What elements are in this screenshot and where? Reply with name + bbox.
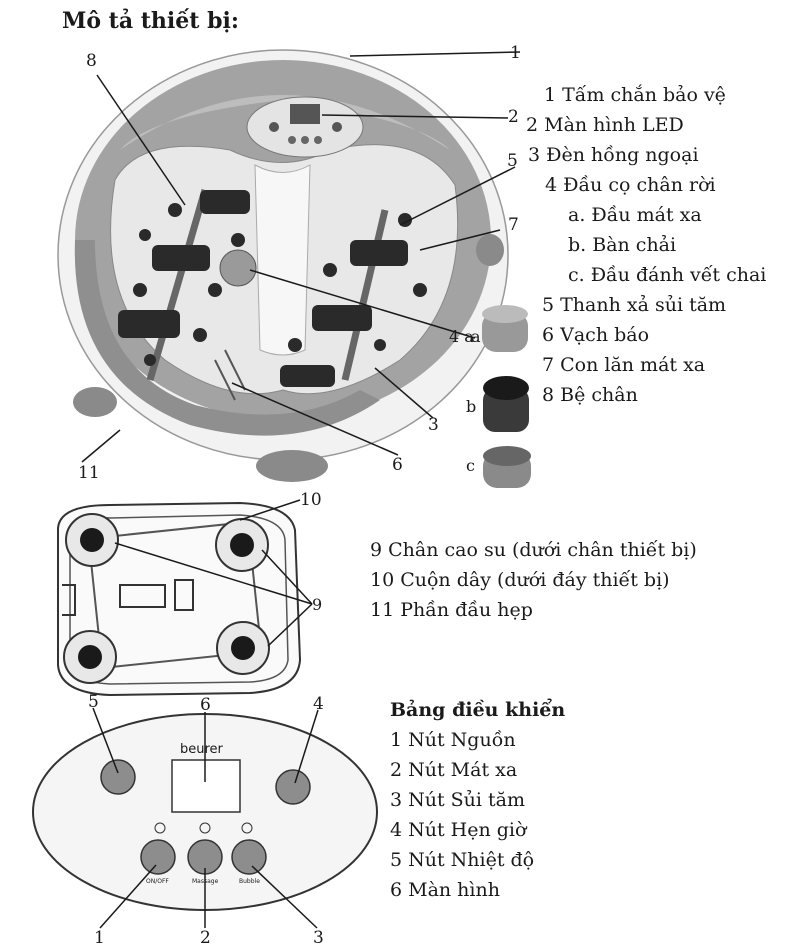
panel-brand: beurer — [180, 742, 224, 757]
panel-legend: Bảng điều khiển 1 Nút Nguồn 2 Nút Mát xa… — [390, 695, 565, 905]
legend-item-5: 5 Thanh xả sủi tăm — [542, 294, 727, 316]
legend-item-4c: c. Đầu đánh vết chai — [568, 264, 767, 286]
legend-item-10: 10 Cuộn dây (dưới đáy thiết bị) — [370, 569, 670, 591]
control-panel — [32, 713, 378, 911]
panel-callout-5: 5 — [88, 692, 99, 712]
attachment-label-b: b — [466, 397, 476, 416]
attachment-massage-head — [482, 305, 528, 352]
panel-label-bubble: Bubble — [239, 878, 260, 885]
callout-8: 8 — [86, 51, 97, 71]
callout-2: 2 — [508, 107, 519, 127]
legend-item-3: 3 Đèn hồng ngoại — [528, 144, 699, 166]
legend-item-4b: b. Bàn chải — [568, 234, 677, 256]
callout-9: 9 — [312, 595, 322, 614]
foot-spa-body — [57, 49, 509, 482]
panel-callout-3: 3 — [313, 928, 324, 948]
legend-item-9: 9 Chân cao su (dưới chân thiết bị) — [370, 539, 697, 561]
panel-legend-item-5: 5 Nút Nhiệt độ — [390, 849, 535, 871]
callout-1: 1 — [510, 43, 521, 63]
callout-4a: 4 a — [449, 327, 474, 346]
panel-legend-item-1: 1 Nút Nguồn — [390, 729, 516, 751]
panel-legend-item-4: 4 Nút Hẹn giờ — [390, 819, 527, 841]
callout-5: 5 — [507, 151, 518, 171]
legend-item-6: 6 Vạch báo — [542, 324, 650, 346]
legend-item-8: 8 Bệ chân — [542, 384, 638, 406]
callout-11: 11 — [78, 463, 100, 483]
callout-6: 6 — [392, 455, 403, 475]
attachment-label-a: a — [471, 327, 481, 346]
callout-10: 10 — [300, 490, 322, 510]
panel-label-onoff: ON/OFF — [146, 878, 169, 885]
bottom-legend: 9 Chân cao su (dưới chân thiết bị) 10 Cu… — [370, 535, 697, 625]
page-title: Mô tả thiết bị: — [62, 8, 239, 34]
panel-callout-1: 1 — [94, 928, 105, 948]
panel-legend-heading: Bảng điều khiển — [390, 699, 566, 721]
panel-callout-2: 2 — [200, 928, 211, 948]
legend-item-4: 4 Đầu cọ chân rời — [545, 174, 716, 196]
panel-legend-item-6: 6 Màn hình — [390, 879, 500, 901]
callout-3: 3 — [428, 415, 439, 435]
attachment-callus-remover — [483, 446, 531, 488]
panel-legend-item-3: 3 Nút Sủi tăm — [390, 789, 526, 811]
panel-label-massage: Massage — [192, 878, 219, 885]
parts-legend: 1 Tấm chắn bảo vệ 2 Màn hình LED 3 Đèn h… — [520, 80, 766, 410]
legend-item-1: 1 Tấm chắn bảo vệ — [544, 84, 726, 106]
callout-7: 7 — [508, 215, 519, 235]
legend-item-11: 11 Phần đầu hẹp — [370, 599, 533, 621]
panel-legend-item-2: 2 Nút Mát xa — [390, 759, 518, 781]
attachment-label-c: c — [466, 456, 475, 475]
panel-callout-4: 4 — [313, 694, 324, 714]
panel-callout-6: 6 — [200, 695, 211, 715]
legend-item-4a: a. Đầu mát xa — [568, 204, 702, 226]
legend-item-2: 2 Màn hình LED — [526, 114, 684, 136]
bottom-view — [57, 501, 302, 697]
attachment-brush — [483, 376, 529, 432]
legend-item-7: 7 Con lăn mát xa — [542, 354, 706, 376]
